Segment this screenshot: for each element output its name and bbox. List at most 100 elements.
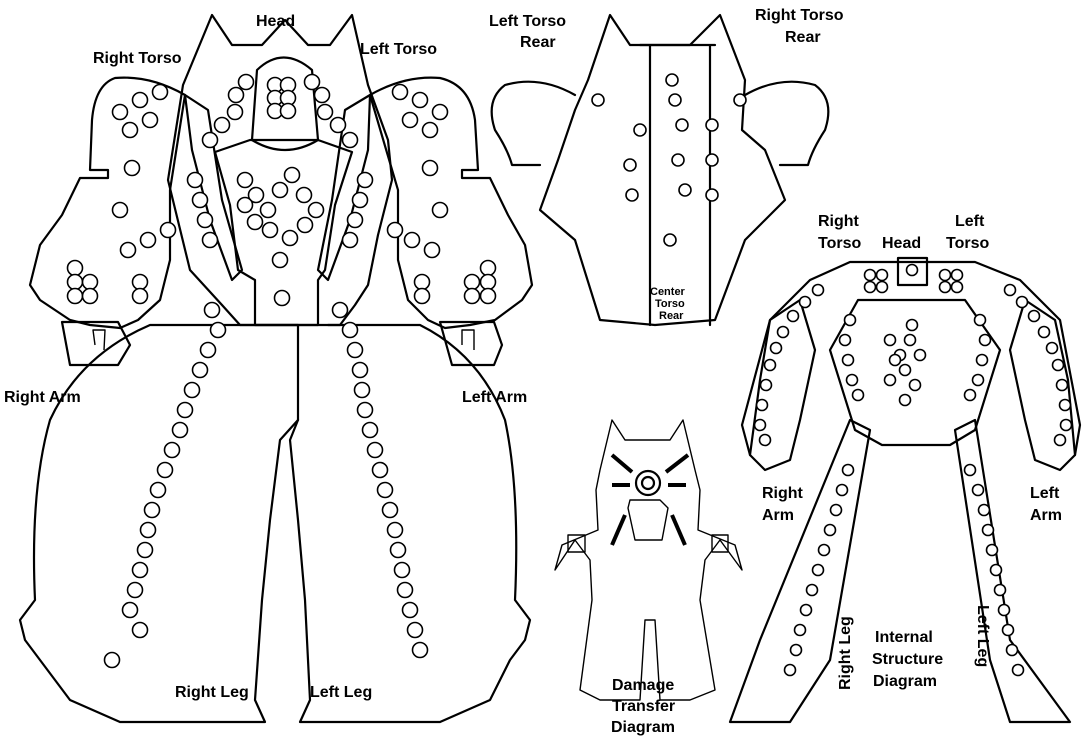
armor-pip[interactable] [837, 485, 848, 496]
armor-pip[interactable] [940, 282, 951, 293]
armor-pip[interactable] [975, 315, 986, 326]
armor-pip[interactable] [239, 75, 254, 90]
armor-pip[interactable] [121, 243, 136, 258]
armor-pip[interactable] [173, 423, 188, 438]
armor-pip[interactable] [865, 282, 876, 293]
armor-pip[interactable] [843, 465, 854, 476]
armor-pip[interactable] [391, 543, 406, 558]
armor-pip[interactable] [281, 104, 296, 119]
armor-pip[interactable] [133, 563, 148, 578]
armor-pip[interactable] [403, 603, 418, 618]
armor-pip[interactable] [413, 643, 428, 658]
armor-pip[interactable] [995, 585, 1006, 596]
armor-pip[interactable] [907, 265, 918, 276]
armor-pip[interactable] [353, 193, 368, 208]
armor-pip[interactable] [801, 605, 812, 616]
armor-pip[interactable] [161, 223, 176, 238]
armor-pip[interactable] [831, 505, 842, 516]
armor-pip[interactable] [843, 355, 854, 366]
armor-pip[interactable] [408, 623, 423, 638]
armor-pip[interactable] [965, 390, 976, 401]
armor-pip[interactable] [965, 465, 976, 476]
armor-pip[interactable] [261, 203, 276, 218]
armor-pip[interactable] [845, 315, 856, 326]
armor-pip[interactable] [991, 565, 1002, 576]
armor-pip[interactable] [900, 395, 911, 406]
armor-pip[interactable] [413, 93, 428, 108]
armor-pip[interactable] [178, 403, 193, 418]
armor-pip[interactable] [331, 118, 346, 133]
armor-pip[interactable] [348, 343, 363, 358]
armor-pip[interactable] [987, 545, 998, 556]
armor-pip[interactable] [165, 443, 180, 458]
armor-pip[interactable] [273, 253, 288, 268]
armor-pip[interactable] [795, 625, 806, 636]
armor-pip[interactable] [1013, 665, 1024, 676]
armor-pip[interactable] [807, 585, 818, 596]
armor-pip[interactable] [481, 289, 496, 304]
armor-pip[interactable] [275, 291, 290, 306]
armor-pip[interactable] [68, 289, 83, 304]
armor-pip[interactable] [263, 223, 278, 238]
armor-pip[interactable] [973, 485, 984, 496]
armor-pip[interactable] [398, 583, 413, 598]
armor-pip[interactable] [145, 503, 160, 518]
armor-pip[interactable] [676, 119, 688, 131]
armor-pip[interactable] [133, 275, 148, 290]
armor-pip[interactable] [865, 270, 876, 281]
armor-pip[interactable] [813, 285, 824, 296]
armor-pip[interactable] [664, 234, 676, 246]
armor-pip[interactable] [363, 423, 378, 438]
armor-pip[interactable] [1061, 420, 1072, 431]
armor-pip[interactable] [788, 311, 799, 322]
armor-pip[interactable] [980, 335, 991, 346]
armor-pip[interactable] [1029, 311, 1040, 322]
armor-pip[interactable] [388, 223, 403, 238]
armor-pip[interactable] [1060, 400, 1071, 411]
armor-pip[interactable] [915, 350, 926, 361]
armor-pip[interactable] [343, 323, 358, 338]
armor-pip[interactable] [151, 483, 166, 498]
armor-pip[interactable] [298, 218, 313, 233]
armor-pip[interactable] [205, 303, 220, 318]
armor-pip[interactable] [952, 270, 963, 281]
armor-pip[interactable] [666, 74, 678, 86]
armor-pip[interactable] [68, 275, 83, 290]
armor-pip[interactable] [1003, 625, 1014, 636]
armor-pip[interactable] [900, 365, 911, 376]
armor-pip[interactable] [890, 355, 901, 366]
armor-pip[interactable] [133, 289, 148, 304]
armor-pip[interactable] [761, 380, 772, 391]
armor-pip[interactable] [669, 94, 681, 106]
armor-pip[interactable] [185, 383, 200, 398]
armor-pip[interactable] [358, 403, 373, 418]
armor-pip[interactable] [481, 275, 496, 290]
armor-pip[interactable] [481, 261, 496, 276]
armor-pip[interactable] [285, 168, 300, 183]
armor-pip[interactable] [405, 233, 420, 248]
armor-pip[interactable] [215, 118, 230, 133]
armor-pip[interactable] [952, 282, 963, 293]
armor-pip[interactable] [910, 380, 921, 391]
armor-pip[interactable] [353, 363, 368, 378]
armor-pip[interactable] [885, 335, 896, 346]
armor-pip[interactable] [592, 94, 604, 106]
armor-pip[interactable] [273, 183, 288, 198]
armor-pip[interactable] [1005, 285, 1016, 296]
armor-pip[interactable] [193, 193, 208, 208]
armor-pip[interactable] [778, 327, 789, 338]
armor-pip[interactable] [877, 282, 888, 293]
armor-pip[interactable] [315, 88, 330, 103]
armor-pip[interactable] [193, 363, 208, 378]
armor-pip[interactable] [393, 85, 408, 100]
armor-pip[interactable] [203, 233, 218, 248]
armor-pip[interactable] [800, 297, 811, 308]
armor-pip[interactable] [1055, 435, 1066, 446]
armor-pip[interactable] [395, 563, 410, 578]
armor-pip[interactable] [1017, 297, 1028, 308]
armor-pip[interactable] [415, 289, 430, 304]
armor-pip[interactable] [1047, 343, 1058, 354]
armor-pip[interactable] [238, 173, 253, 188]
armor-pip[interactable] [248, 215, 263, 230]
armor-pip[interactable] [83, 275, 98, 290]
